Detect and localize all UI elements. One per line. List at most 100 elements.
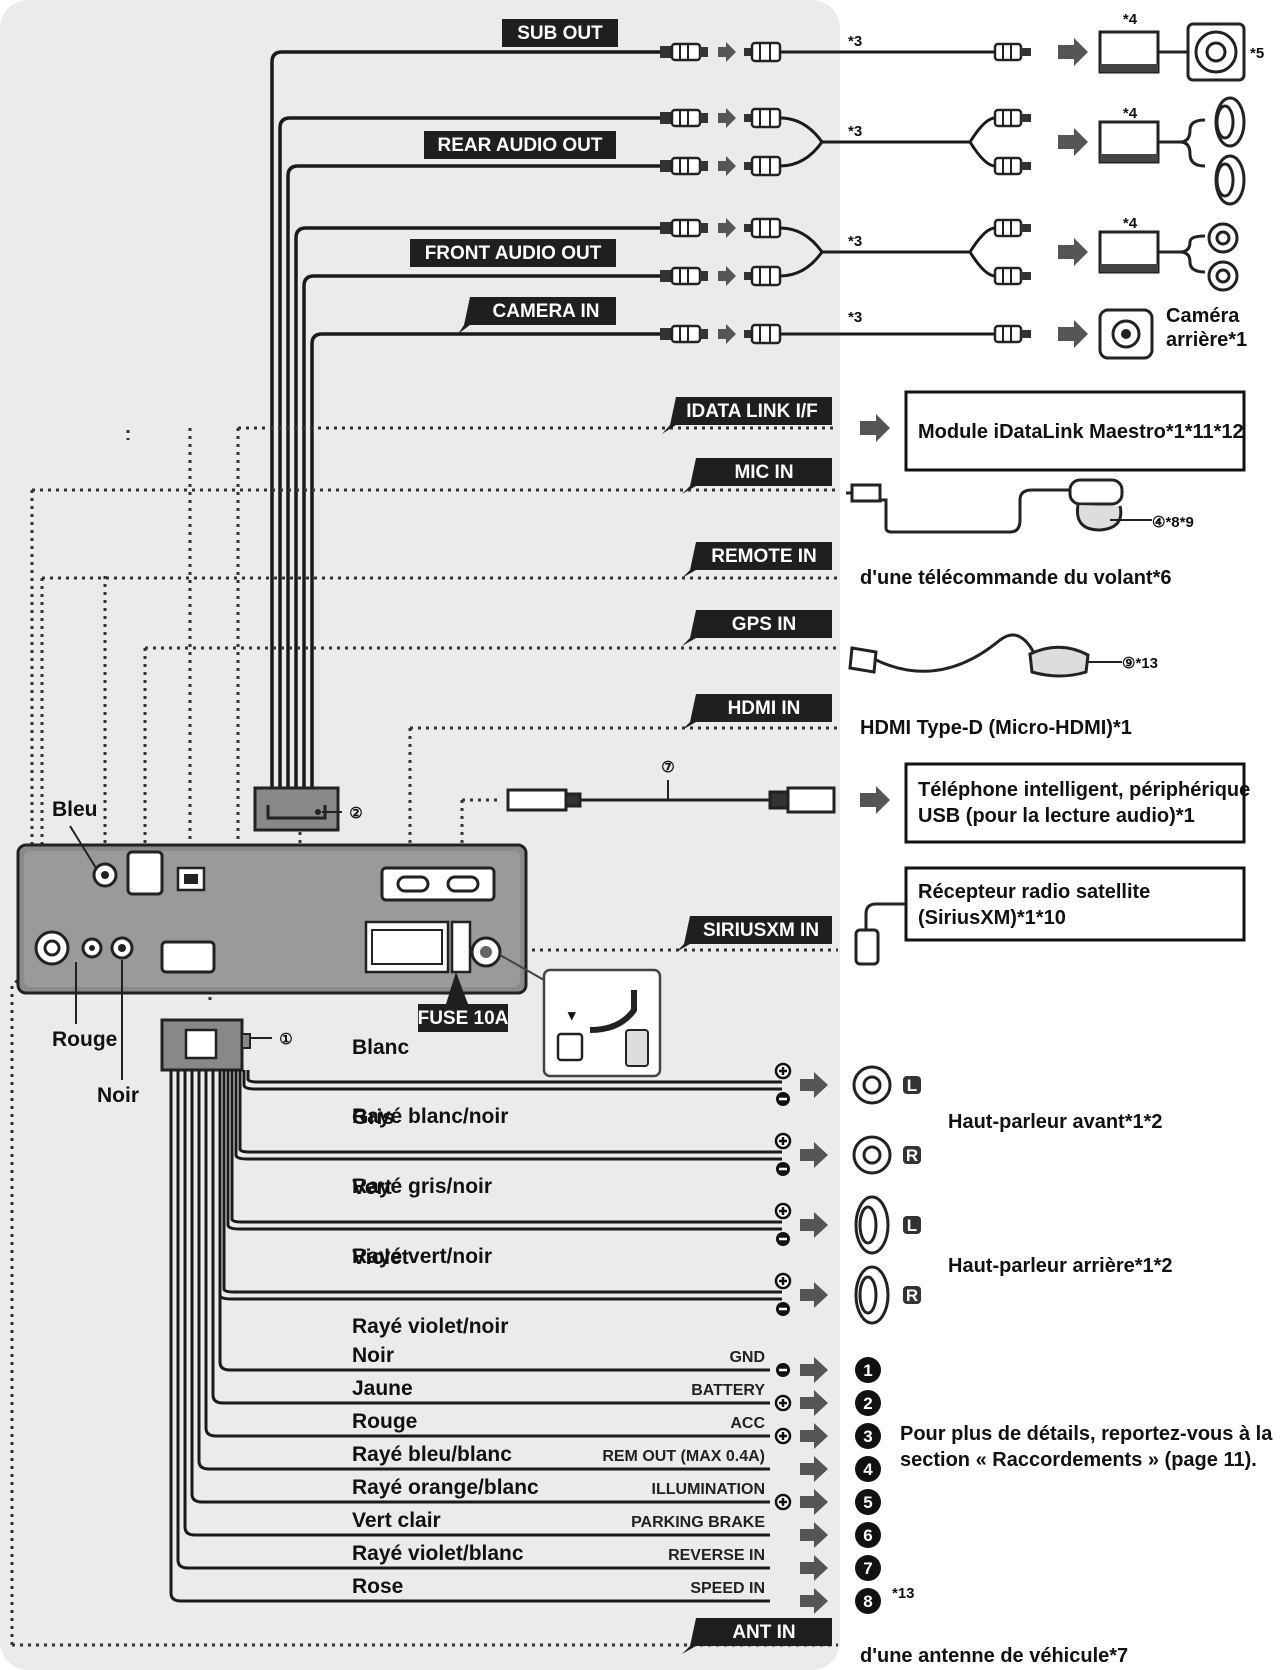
extension-cables [779, 50, 996, 336]
svg-text:5: 5 [863, 1493, 872, 1512]
svg-text:REAR AUDIO OUT: REAR AUDIO OUT [437, 135, 602, 156]
svg-text:GPS IN: GPS IN [732, 614, 796, 635]
hdmi-destination: HDMI Type-D (Micro-HDMI)*1 [860, 717, 1132, 739]
blue-jack [92, 862, 118, 888]
arrow-icon [800, 1390, 828, 1416]
note-13: *13 [892, 1585, 915, 1602]
arrow-icon [800, 1212, 828, 1238]
blue-label: Bleu [52, 798, 98, 821]
speaker-icon [854, 1265, 890, 1325]
note-4: *4 [1123, 215, 1138, 232]
svg-text:FUSE 10A: FUSE 10A [418, 1008, 509, 1029]
wire-function-label: BATTERY [691, 1382, 765, 1399]
red-label: Rouge [52, 1028, 117, 1051]
arrow-icon [800, 1588, 828, 1614]
microphone-icon [846, 478, 1152, 534]
arrow-icon [800, 1489, 828, 1515]
details-line-2: section « Raccordements » (page 11). [900, 1449, 1257, 1471]
svg-text:(SiriusXM)*1*10: (SiriusXM)*1*10 [918, 907, 1066, 929]
wire-function-label: REVERSE IN [668, 1547, 765, 1564]
svg-text:R: R [906, 1146, 918, 1165]
unit-port [160, 940, 216, 974]
black-jack [110, 936, 134, 960]
multi-pin-port-icon [176, 866, 206, 892]
arrow-icon [800, 1522, 828, 1548]
antenna-jack [34, 930, 70, 966]
arrow-icon [800, 1456, 828, 1482]
wire-function-label: ILLUMINATION [652, 1481, 765, 1498]
svg-text:USB (pour la lecture audio)*1: USB (pour la lecture audio)*1 [918, 805, 1195, 827]
minus-icon [776, 1302, 790, 1316]
wire-function-label: GND [729, 1349, 765, 1366]
arrow-icon [1058, 238, 1088, 266]
usb-cable-icon [506, 780, 836, 814]
red-jack [81, 937, 103, 959]
amplifier-icon [1098, 120, 1160, 164]
arrow-icon [1058, 128, 1088, 156]
connection-number-icon: 8 [855, 1588, 881, 1614]
subwoofer-icon [1158, 22, 1246, 82]
mic-in-label: MIC IN [682, 458, 832, 494]
speaker-icon [852, 1065, 892, 1105]
connection-number-icon: 1 [855, 1357, 881, 1383]
arrow-icon [800, 1072, 828, 1098]
connection-number-icon: 6 [855, 1522, 881, 1548]
minus-icon [776, 1232, 790, 1246]
usb-device-box: Téléphone intelligent, périphérique USB … [904, 762, 1250, 844]
svg-text:Module iDataLink Maestro*1*11*: Module iDataLink Maestro*1*11*12 [918, 421, 1244, 443]
sub-out-label: SUB OUT [502, 19, 618, 47]
note-3: *3 [848, 233, 862, 250]
amplifier-icon [1098, 230, 1160, 274]
note-4: *4 [1123, 105, 1138, 122]
arrow-icon [1058, 38, 1088, 66]
wire-color-label: Jaune [352, 1377, 413, 1400]
connection-number-icon: 5 [855, 1489, 881, 1515]
wire-color-label: Vert [352, 1176, 392, 1199]
wire-color-label: Rose [352, 1575, 403, 1598]
power-connector-port [364, 920, 472, 974]
callout-2: ② [322, 805, 363, 822]
remote-destination: d'une télécommande du volant*6 [860, 567, 1171, 589]
svg-text:Récepteur radio satellite: Récepteur radio satellite [918, 881, 1150, 903]
background-panel [0, 0, 840, 1670]
svg-text:4: 4 [863, 1460, 873, 1479]
svg-text:②: ② [349, 805, 362, 822]
wire-color-label: Rayé blanc/noir [352, 1105, 508, 1128]
left-channel-icon: L [903, 1216, 921, 1235]
rca-harness-connector [253, 786, 340, 832]
front-audio-out-label: FRONT AUDIO OUT [410, 239, 616, 267]
wire-color-label: Gris [352, 1106, 394, 1129]
minus-icon [776, 1363, 790, 1377]
power-harness-connector: ① [160, 1018, 293, 1072]
gps-in-label: GPS IN [682, 610, 832, 646]
svg-text:7: 7 [863, 1559, 872, 1578]
svg-text:HDMI IN: HDMI IN [728, 698, 801, 719]
connection-number-icon: 4 [855, 1456, 881, 1482]
connection-number-icon: 3 [855, 1423, 881, 1449]
idata-link-label: IDATA LINK I/F [662, 397, 832, 434]
siriusxm-in-label: SIRIUSXM IN [676, 916, 832, 952]
plus-icon [774, 1493, 792, 1511]
right-channel-icon: R [903, 1146, 921, 1165]
siriusxm-port [470, 936, 502, 968]
rca-cable-bundle [270, 50, 660, 790]
camera-label-line1: Caméra [1166, 305, 1240, 327]
satellite-receiver-box: Récepteur radio satellite (SiriusXM)*1*1… [904, 866, 1246, 942]
svg-text:L: L [907, 1216, 917, 1235]
unit-port [126, 850, 164, 896]
plus-icon [774, 1202, 792, 1220]
ant-in-label: ANT IN [682, 1618, 832, 1654]
svg-text:3: 3 [863, 1427, 872, 1446]
right-channel-icon: R [903, 1286, 921, 1305]
arrow-icon [860, 786, 890, 814]
wire-color-label: Rayé vert/noir [352, 1245, 492, 1268]
svg-text:SUB OUT: SUB OUT [517, 23, 603, 44]
wire-color-label: Rayé bleu/blanc [352, 1443, 512, 1466]
details-line-1: Pour plus de détails, reportez-vous à la [900, 1423, 1273, 1445]
svg-text:Téléphone intelligent, périphé: Téléphone intelligent, périphérique [918, 779, 1250, 801]
minus-icon [776, 1092, 790, 1106]
svg-text:CAMERA IN: CAMERA IN [493, 301, 600, 322]
front-speaker-pair-icon [1158, 222, 1239, 292]
